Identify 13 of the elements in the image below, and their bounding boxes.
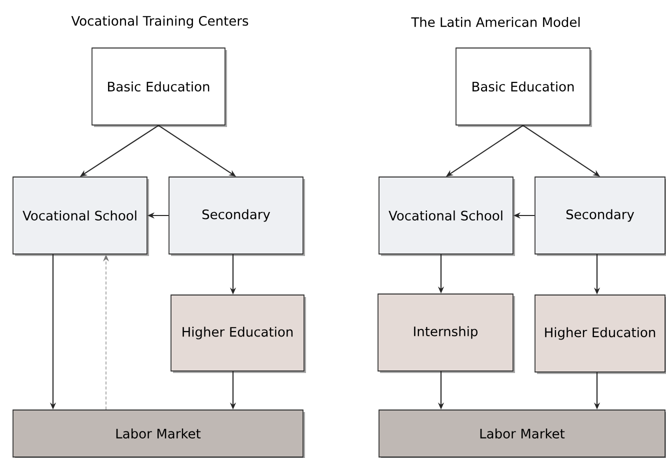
- process-box: Basic Education: [92, 48, 227, 127]
- panel-title: The Latin American Model: [411, 16, 580, 28]
- process-box: Higher Education: [534, 294, 666, 374]
- process-box: Secondary: [168, 176, 305, 256]
- process-box: Secondary: [534, 176, 666, 256]
- process-box: Vocational School: [12, 176, 149, 256]
- labor-market-bar: Labor Market: [12, 410, 305, 458]
- labor-market-bar: Labor Market: [378, 410, 666, 458]
- process-box: Internship: [378, 294, 515, 373]
- process-box: Basic Education: [456, 48, 592, 127]
- process-box: Vocational School: [378, 176, 515, 256]
- process-box: Higher Education: [170, 294, 306, 373]
- panel-title: Vocational Training Centers: [71, 16, 248, 28]
